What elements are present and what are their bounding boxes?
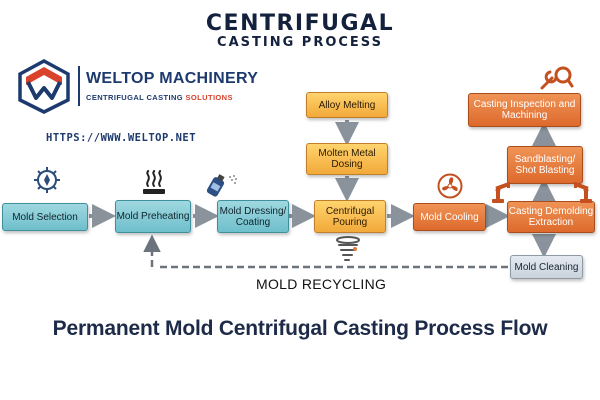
robot-arm-icon <box>492 182 510 203</box>
step-centrifugal-pouring: Centrifugal Pouring <box>314 200 386 233</box>
step-inspection: Casting Inspection and Machining <box>468 93 581 127</box>
step-label: Casting Demolding Extraction <box>508 206 594 228</box>
step-mold-preheating: Mold Preheating <box>115 200 191 233</box>
brand-name: WELTOP MACHINERY <box>86 70 259 87</box>
website-url: HTTPS://WWW.WELTOP.NET <box>46 132 197 144</box>
diagram-title: CENTRIFUGAL <box>205 11 395 36</box>
fan-icon <box>437 173 463 199</box>
diagram-caption: Permanent Mold Centrifugal Casting Proce… <box>52 317 548 340</box>
step-mold-cooling: Mold Cooling <box>413 203 486 231</box>
step-mold-dressing: Mold Dressing/ Coating <box>217 200 289 233</box>
step-label: Mold Cooling <box>420 211 479 223</box>
heat-icon <box>143 170 165 194</box>
logo-divider <box>78 66 80 106</box>
robot-arm-icon <box>574 182 592 203</box>
step-mold-cleaning: Mold Cleaning <box>510 255 583 279</box>
brand-tagline-accent: SOLUTIONS <box>185 93 233 102</box>
step-alloy-melting: Alloy Melting <box>306 92 388 118</box>
logo-mark <box>18 59 70 114</box>
step-label: Mold Cleaning <box>514 261 579 273</box>
step-label: Centrifugal Pouring <box>325 205 375 228</box>
step-casting-demolding: Casting Demolding Extraction <box>507 201 595 233</box>
tornado-icon <box>336 236 360 261</box>
brand-tagline-main: CENTRIFUGAL CASTING <box>86 93 186 102</box>
step-label: Mold Preheating <box>116 211 190 222</box>
wrench-magnifier-icon <box>540 66 574 90</box>
step-mold-selection: Mold Selection <box>2 203 88 231</box>
diagram-subtitle: CASTING PROCESS <box>217 35 383 50</box>
step-label: Sandblasting/ Shot Blasting <box>514 154 576 176</box>
step-label: Mold Dressing/ Coating <box>219 205 287 228</box>
brand-tagline: CENTRIFUGAL CASTING SOLUTIONS <box>86 93 233 102</box>
mold-recycling-label: MOLD RECYCLING <box>256 276 387 292</box>
step-label: Molten Metal Dosing <box>318 148 376 170</box>
step-label: Alloy Melting <box>318 99 376 111</box>
step-label: Mold Selection <box>12 211 78 223</box>
step-label: Casting Inspection and Machining <box>473 99 576 121</box>
spray-can-icon <box>206 174 237 197</box>
step-molten-dosing: Molten Metal Dosing <box>306 143 388 175</box>
step-sandblasting: Sandblasting/ Shot Blasting <box>507 146 583 184</box>
compass-icon <box>34 167 60 193</box>
